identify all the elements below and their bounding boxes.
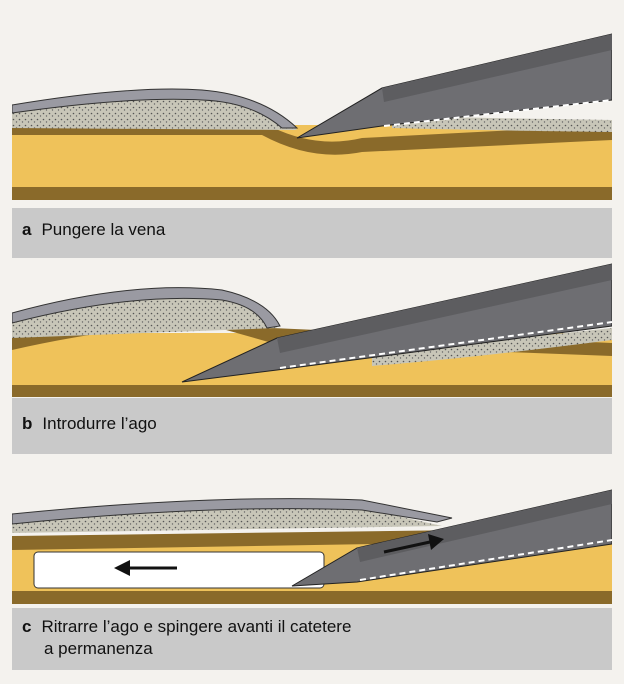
panel-b-illustration [12, 258, 612, 398]
caption-c: c Ritrarre l’ago e spingere avanti il cat… [12, 608, 612, 670]
panel-a: a Pungere la vena [12, 10, 612, 260]
caption-c-text: Ritrarre l’ago e spingere avanti il cate… [41, 617, 351, 636]
caption-c-line-2: a permanenza [22, 638, 602, 660]
panel-c: c Ritrarre l’ago e spingere avanti il cat… [12, 478, 612, 678]
caption-c-line-1: c Ritrarre l’ago e spingere avanti il cat… [22, 616, 602, 638]
bottom-fascia [12, 385, 612, 397]
caption-a: a Pungere la vena [12, 208, 612, 258]
bottom-fascia [12, 591, 612, 604]
bottom-fascia [12, 187, 612, 200]
caption-b-letter: b [22, 414, 32, 433]
caption-b: b Introdurre l’ago [12, 398, 612, 454]
panel-a-illustration [12, 10, 612, 210]
catheter [34, 552, 324, 588]
caption-a-text: Pungere la vena [41, 220, 165, 239]
panel-b: b Introdurre l’ago [12, 258, 612, 468]
caption-c-letter: c [22, 617, 31, 636]
caption-a-letter: a [22, 220, 31, 239]
caption-b-text: Introdurre l’ago [42, 414, 156, 433]
panel-c-illustration [12, 478, 612, 608]
